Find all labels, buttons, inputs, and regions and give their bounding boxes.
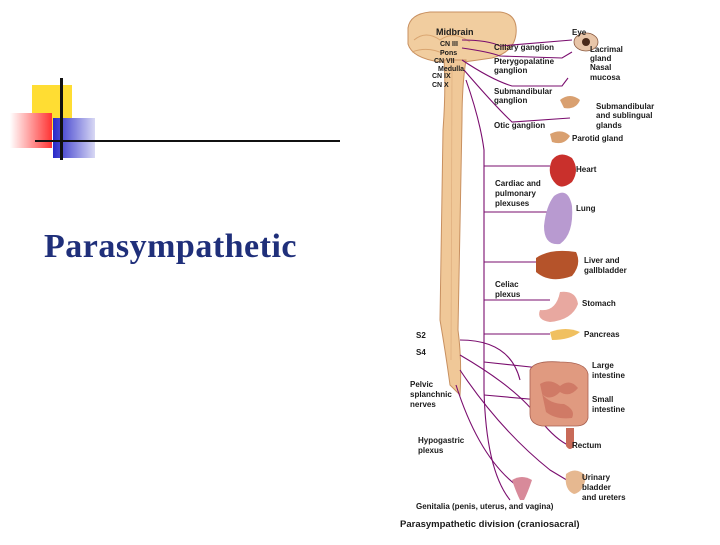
decor-red-gradient-square [10,113,52,148]
label-celiac-1: Celiac [495,280,519,289]
label-submandibular-glands-2: and sublingual [596,111,652,120]
pancreas-shape [550,329,580,340]
label-cn-x: CN X [432,82,449,89]
submandibular-gland-shape [560,96,580,109]
label-cardiac-3: plexuses [495,199,530,208]
label-parotid-gland: Parotid gland [572,134,623,143]
label-ciliary-ganglion: Ciliary ganglion [494,43,554,52]
label-celiac-2: plexus [495,290,521,299]
label-urinary-2: bladder [582,483,611,492]
parotid-gland-shape [550,131,570,144]
label-nasal-1: Nasal [590,63,611,72]
label-midbrain: Midbrain [436,27,474,37]
label-lacrimal-2: gland [590,54,611,63]
stomach-shape [539,291,578,322]
label-pterygopalatine-2: ganglion [494,66,527,75]
label-hypogastric-2: plexus [418,446,444,455]
bladder-shape [565,470,586,494]
label-medulla: Medulla [438,66,464,73]
large-intestine-shape [529,361,589,427]
uterus-shape [512,477,532,500]
label-submandibular-glands-1: Submandibular [596,102,654,111]
label-cn-vii: CN VII [434,58,455,65]
small-intestine-shape [540,381,578,419]
label-cardiac-2: pulmonary [495,189,536,198]
liver-shape [536,250,579,280]
heart-shape [549,154,576,187]
label-liver-1: Liver and [584,256,620,265]
label-stomach: Stomach [582,299,616,308]
decor-horizontal-line [35,140,340,142]
label-rectum: Rectum [572,441,601,450]
label-lung: Lung [576,204,596,213]
organs-drawings [512,32,599,500]
label-otic-ganglion: Otic ganglion [494,121,545,130]
label-submandibular-ganglion-2: ganglion [494,96,527,105]
label-small-intestine-1: Small [592,395,613,404]
label-pelvic-2: splanchnic [410,390,452,399]
diagram-svg: Midbrain CN III Pons CN VII Medulla CN I… [400,11,654,530]
label-liver-2: gallbladder [584,266,627,275]
slide-title: Parasympathetic [44,228,298,265]
spinal-cord [439,59,467,397]
label-lacrimal-1: Lacrimal [590,45,623,54]
label-nasal-2: mucosa [590,73,621,82]
label-urinary-3: and ureters [582,493,626,502]
label-s4: S4 [416,348,426,357]
nerve-pathways [455,39,573,501]
label-heart: Heart [576,165,597,174]
label-eye: Eye [572,28,587,37]
decor-vertical-line [60,78,63,160]
brain [407,11,517,63]
parasympathetic-diagram: Midbrain CN III Pons CN VII Medulla CN I… [400,0,720,540]
label-pancreas: Pancreas [584,330,620,339]
label-cardiac-1: Cardiac and [495,179,541,188]
diagram-caption: Parasympathetic division (craniosacral) [400,519,580,530]
label-pons: Pons [440,50,457,57]
label-pelvic-1: Pelvic [410,380,434,389]
label-pterygopalatine-1: Pterygopalatine [494,57,555,66]
cord-center-line [450,69,453,361]
label-small-intestine-2: intestine [592,405,625,414]
label-urinary-1: Urinary [582,473,611,482]
label-large-intestine-2: intestine [592,371,625,380]
label-hypogastric-1: Hypogastric [418,436,465,445]
rectum-shape [566,428,574,449]
label-pelvic-3: nerves [410,400,436,409]
label-genitalia: Genitalia (penis, uterus, and vagina) [416,502,554,511]
label-large-intestine-1: Large [592,361,614,370]
label-s2: S2 [416,331,426,340]
label-cn-ix: CN IX [432,73,451,80]
label-submandibular-ganglion-1: Submandibular [494,87,552,96]
label-submandibular-glands-3: glands [596,121,622,130]
lung-shape [544,192,573,245]
label-cn-iii: CN III [440,41,458,48]
